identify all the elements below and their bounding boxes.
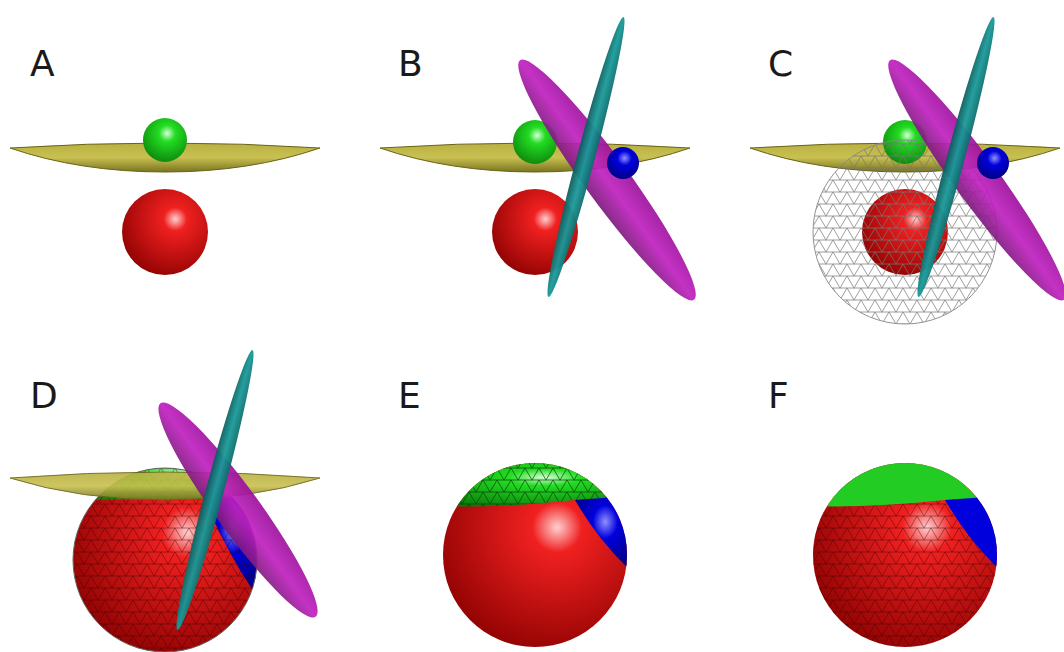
panel-d-art (10, 348, 333, 652)
panel-c-art (750, 15, 1064, 324)
panel-label: E (398, 378, 421, 414)
panel-f-art (810, 462, 1000, 647)
panel-b-art (380, 15, 712, 313)
panel-a-art (10, 118, 320, 275)
panel-label: D (30, 378, 58, 414)
panel-label: B (398, 46, 423, 82)
panel-label: C (768, 46, 793, 82)
panel-e-art (440, 462, 630, 647)
panel-label: F (768, 378, 789, 414)
panel-label: A (30, 46, 55, 82)
